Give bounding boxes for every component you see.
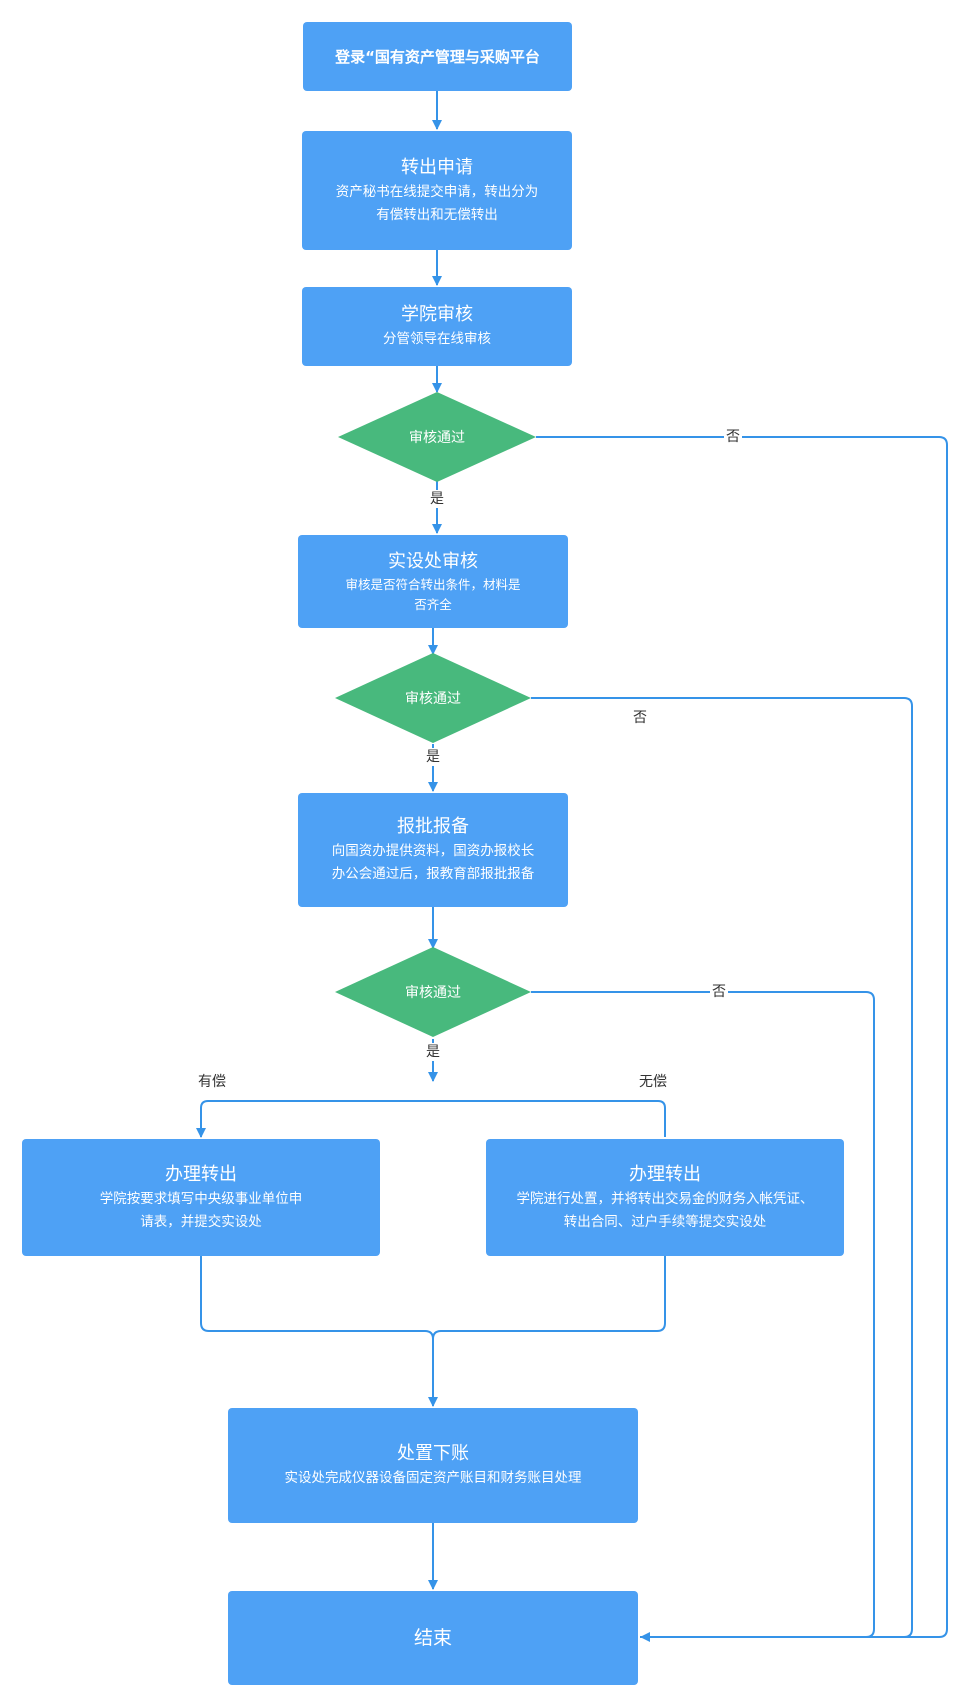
line-no-d3 bbox=[531, 991, 875, 1638]
arrow-split-paid bbox=[196, 1100, 666, 1138]
step-report-desc-1: 向国资办提供资料，国资办报校长 bbox=[331, 843, 535, 859]
step-lab-review: 实设处审核 审核是否符合转出条件，材料是 否齐全 bbox=[298, 535, 568, 628]
decision-1-label: 审核通过 bbox=[409, 430, 465, 446]
label-no-2: 否 bbox=[631, 709, 649, 727]
step-free-transfer-title: 办理转出 bbox=[629, 1163, 701, 1185]
label-yes-3: 是 bbox=[424, 1043, 442, 1061]
step-report: 报批报备 向国资办提供资料，国资办报校长 办公会通过后，报教育部报批报备 bbox=[298, 793, 568, 907]
label-yes-2: 是 bbox=[424, 748, 442, 766]
step-paid-transfer-desc-2: 请表，并提交实设处 bbox=[140, 1213, 262, 1230]
step-writeoff-title: 处置下账 bbox=[397, 1443, 469, 1464]
step-paid-transfer: 办理转出 学院按要求填写中央级事业单位申 请表，并提交实设处 bbox=[22, 1139, 380, 1256]
label-no-3: 否 bbox=[710, 983, 728, 1001]
step-college-review-title: 学院审核 bbox=[401, 304, 473, 325]
step-report-title: 报批报备 bbox=[397, 816, 469, 837]
step-paid-transfer-desc-1: 学院按要求填写中央级事业单位申 bbox=[99, 1190, 303, 1207]
step-transfer-apply-desc-2: 有偿转出和无偿转出 bbox=[376, 206, 498, 223]
step-free-transfer-desc-2: 转出合同、过户手续等提交实设处 bbox=[563, 1213, 767, 1230]
decision-2-label: 审核通过 bbox=[405, 691, 461, 707]
step-login: 登录“国有资产管理与采购平台 bbox=[303, 22, 572, 91]
step-report-desc-2: 办公会通过后，报教育部报批报备 bbox=[331, 866, 535, 882]
label-no-1: 否 bbox=[724, 428, 742, 446]
decision-diamond-1 bbox=[338, 392, 536, 482]
step-college-review: 学院审核 分管领导在线审核 bbox=[302, 287, 572, 366]
step-lab-review-desc-2: 否齐全 bbox=[414, 596, 452, 612]
arrow-merge-writeoff bbox=[200, 1256, 438, 1407]
step-login-title: 登录“国有资产管理与采购平台 bbox=[335, 47, 540, 66]
decision-diamond-2 bbox=[335, 653, 531, 743]
arrow-no-d1-end bbox=[536, 436, 948, 1642]
step-college-review-desc: 分管领导在线审核 bbox=[383, 331, 491, 347]
step-free-transfer: 办理转出 学院进行处置，并将转出交易金的财务入帐凭证、 转出合同、过户手续等提交… bbox=[486, 1139, 844, 1256]
line-free-merge bbox=[432, 1256, 666, 1340]
step-writeoff-desc: 实设处完成仪器设备固定资产账目和财务账目处理 bbox=[284, 1470, 582, 1486]
step-end-title: 结束 bbox=[413, 1627, 452, 1649]
step-transfer-apply-desc-1: 资产秘书在线提交申请，转出分为 bbox=[335, 183, 539, 200]
line-no-d2 bbox=[531, 697, 913, 1638]
step-lab-review-desc-1: 审核是否符合转出条件，材料是 bbox=[345, 576, 521, 592]
step-paid-transfer-title: 办理转出 bbox=[165, 1163, 237, 1185]
step-transfer-apply: 转出申请 资产秘书在线提交申请，转出分为 有偿转出和无偿转出 bbox=[302, 131, 572, 250]
step-writeoff: 处置下账 实设处完成仪器设备固定资产账目和财务账目处理 bbox=[228, 1408, 638, 1523]
label-yes-1: 是 bbox=[428, 490, 446, 508]
decision-3-label: 审核通过 bbox=[405, 985, 461, 1001]
step-end: 结束 bbox=[228, 1591, 638, 1685]
step-free-transfer-desc-1: 学院进行处置，并将转出交易金的财务入帐凭证、 bbox=[516, 1190, 814, 1207]
decision-diamond-3 bbox=[335, 947, 531, 1037]
step-lab-review-title: 实设处审核 bbox=[388, 550, 478, 572]
label-free: 无偿 bbox=[637, 1073, 669, 1091]
label-paid: 有偿 bbox=[196, 1073, 228, 1091]
step-transfer-apply-title: 转出申请 bbox=[401, 156, 473, 178]
